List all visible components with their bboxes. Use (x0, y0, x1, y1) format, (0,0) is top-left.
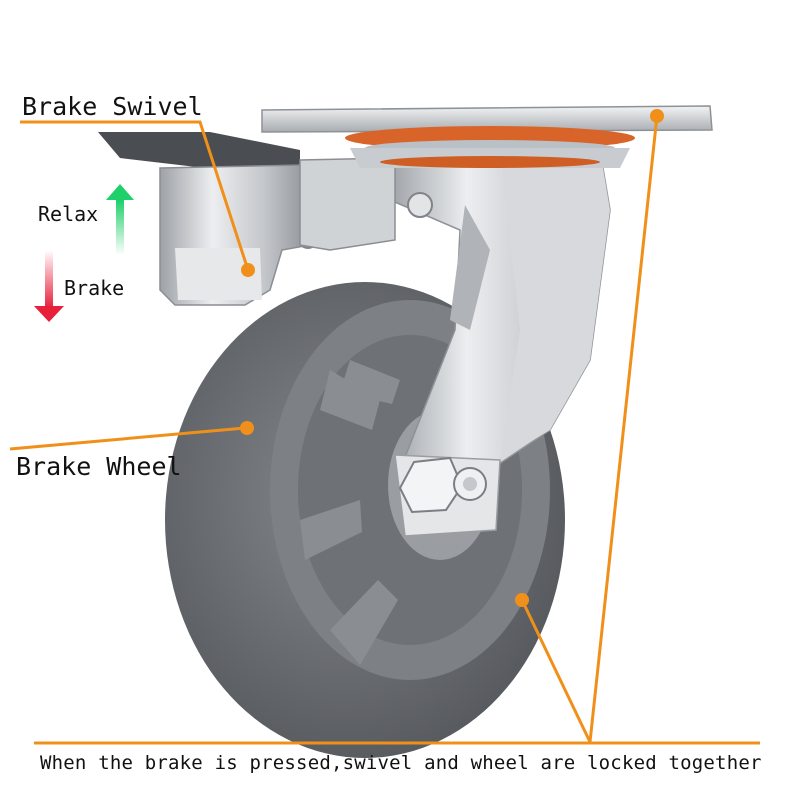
brake-swivel-dot (241, 263, 255, 277)
hub-spokes (300, 360, 400, 665)
brake-wheel-label: Brake Wheel (16, 452, 182, 481)
brake-wheel-callout (9, 426, 246, 451)
relax-label: Relax (38, 202, 99, 226)
brake-pedal (98, 132, 396, 306)
arrow-down-icon (34, 250, 64, 322)
caption: When the brake is pressed,swivel and whe… (40, 752, 762, 774)
plate-dot (650, 109, 664, 123)
callout-lines (9, 115, 760, 745)
brake-swivel-callout (20, 120, 250, 271)
top-mounting-plate (261, 105, 713, 168)
plate-callout (588, 115, 659, 743)
axle-nut (398, 456, 464, 514)
brake-wheel-dot (240, 421, 254, 435)
arrow-up-icon (106, 184, 134, 255)
fork-bracket (297, 149, 611, 537)
brake-swivel-label: Brake Swivel (22, 92, 203, 121)
wheel-dot (515, 593, 529, 607)
wheel-callout (520, 599, 592, 743)
brake-label: Brake (64, 276, 125, 300)
